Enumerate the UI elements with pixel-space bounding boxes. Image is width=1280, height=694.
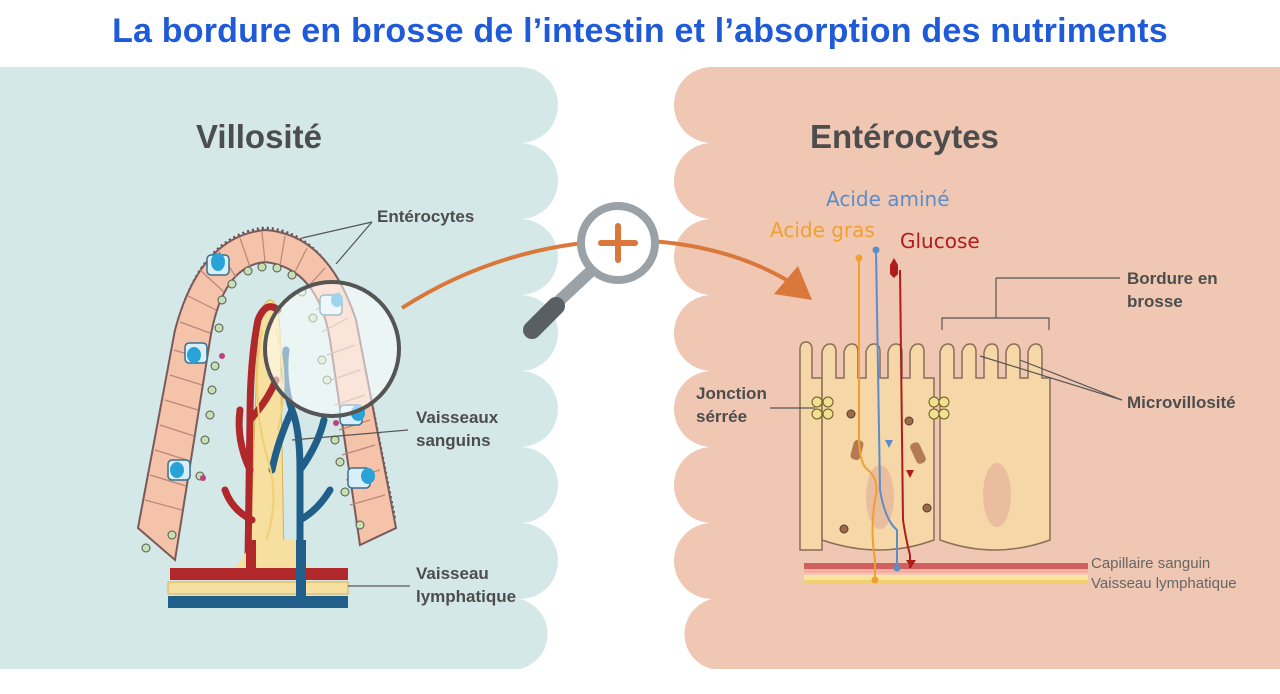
label-brush-border-line2: brosse xyxy=(1127,292,1183,311)
villus-panel-title: Villosité xyxy=(196,118,322,155)
label-blood-vessels-line1: Vaisseaux xyxy=(416,408,499,427)
label-blood-vessels: Vaisseaux sanguins xyxy=(416,406,498,452)
page-title: La bordure en brosse de l’intestin et l’… xyxy=(112,12,1168,50)
zoom-circle xyxy=(263,280,401,418)
label-brush-border: Bordure en brosse xyxy=(1127,267,1218,313)
label-microvilli: Microvillosité xyxy=(1127,393,1236,412)
label-tight-junction: Jonction sérrée xyxy=(696,382,767,428)
label-lymph-vessel-left: Vaisseau lymphatique xyxy=(416,562,516,608)
label-glucose: Glucose xyxy=(900,229,980,253)
label-brush-border-line1: Bordure en xyxy=(1127,269,1218,288)
label-lymph-vessel-line1: Vaisseau xyxy=(416,564,489,583)
label-blood-vessels-line2: sanguins xyxy=(416,431,491,450)
label-capillary: Capillaire sanguin xyxy=(1091,555,1211,572)
label-enterocytes-left: Entérocytes xyxy=(377,207,475,226)
label-lymph-vessel-line2: lymphatique xyxy=(416,587,517,606)
enterocytes-panel-title: Entérocytes xyxy=(810,118,999,155)
label-tight-junction-line1: Jonction xyxy=(696,384,767,403)
label-tight-junction-line2: sérrée xyxy=(696,407,748,426)
plus-icon xyxy=(598,223,638,263)
label-amino-acid: Acide aminé xyxy=(826,187,950,211)
label-lymph-vessel-right: Vaisseau lymphatique xyxy=(1091,575,1237,592)
enterocytes-illustration xyxy=(799,341,1088,584)
label-fatty-acid: Acide gras xyxy=(770,218,875,242)
